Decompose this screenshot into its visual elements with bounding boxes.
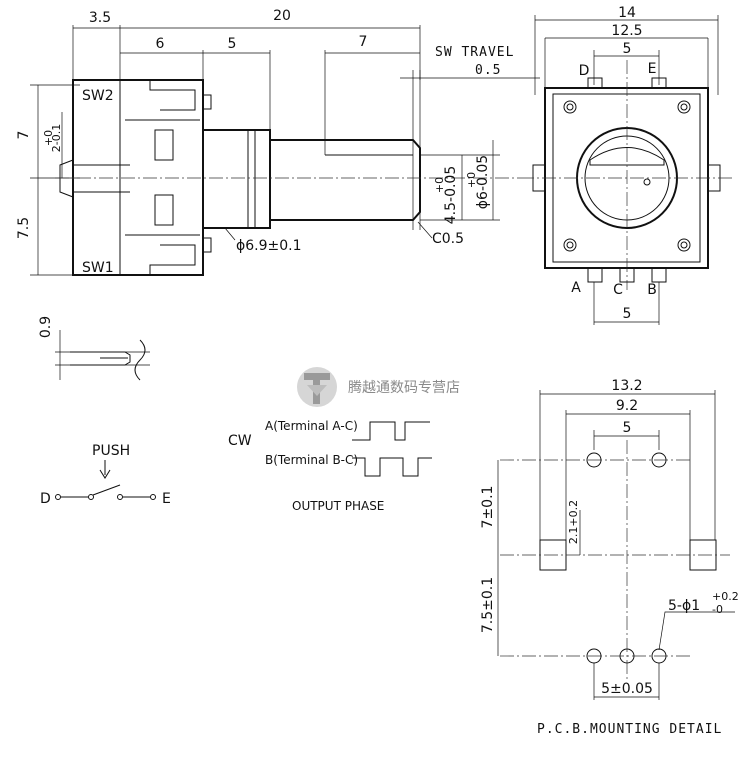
dim-6: 6 [156, 36, 165, 52]
dim-3-5: 3.5 [89, 10, 111, 26]
sw1-label: SW1 [82, 260, 114, 276]
switch-e-label: E [162, 491, 171, 507]
sw2-label: SW2 [82, 88, 114, 104]
pcb-dim-2-1: 2.1+0.2 [567, 500, 580, 544]
store-logo-icon [297, 367, 337, 407]
dim-5-bottom: 5 [623, 306, 632, 322]
pcb-hole-tol-top: +0.2 [712, 590, 739, 603]
phase-a-label: A(Terminal A-C) [265, 419, 358, 433]
phase-b-label: B(Terminal B-C) [265, 453, 358, 467]
pcb-dim-13-2: 13.2 [611, 378, 642, 394]
phase-b-waveform [352, 457, 432, 477]
dim-5-top: 5 [623, 41, 632, 57]
dim-12-5: 12.5 [611, 23, 642, 39]
terminal-a-label: A [571, 280, 581, 296]
pcb-dim-7: 7±0.1 [480, 486, 496, 529]
push-label: PUSH [92, 443, 130, 459]
front-view: 14 12.5 5 D E A C B 5 [520, 5, 735, 325]
shaft-flat: 4.5-0.05 [443, 166, 459, 225]
watermark: 腾越通数码专营店 [297, 367, 460, 407]
sw-travel-label: SW TRAVEL [435, 45, 514, 60]
sw-travel-value: 0.5 [475, 63, 501, 78]
pcb-dim-pitch: 5±0.05 [601, 681, 653, 697]
output-phase-caption: OUTPUT PHASE [292, 499, 384, 513]
output-phase: CW A(Terminal A-C) B(Terminal B-C) OUTPU… [228, 419, 432, 513]
terminal-detail: 0.9 [38, 316, 150, 381]
terminal-d-label: D [579, 63, 590, 79]
pcb-caption: P.C.B.MOUNTING DETAIL [537, 722, 722, 737]
dim-7-shaft: 7 [359, 34, 368, 50]
dim-left-7-5: 7.5 [16, 217, 32, 239]
switch-d-label: D [40, 491, 51, 507]
shaft-bushing-dia: ϕ6.9±0.1 [236, 238, 302, 254]
tol-2-1-top: +0 [42, 130, 55, 146]
pcb-dim-7-5: 7.5±0.1 [480, 577, 496, 633]
tol-2-1: 2-0.1 [50, 124, 63, 152]
side-view: 3.5 20 6 5 7 SW TRAVEL 0.5 7 7.5 +0 2-0.… [16, 8, 540, 276]
dim-left-7: 7 [16, 131, 32, 140]
push-switch-schematic: PUSH D E [40, 443, 171, 507]
pcb-dim-5: 5 [623, 420, 632, 436]
terminal-c-label: C [613, 282, 623, 298]
cw-label: CW [228, 433, 252, 449]
pcb-mounting-detail: 13.2 9.2 5 7±0.1 7.5±0.1 2.1+0.2 5-ϕ1 +0… [480, 378, 739, 737]
dim-20: 20 [273, 8, 291, 24]
phase-a-waveform [352, 421, 430, 441]
dim-14: 14 [618, 5, 636, 21]
shaft-dia-tol: +0 [465, 172, 478, 188]
watermark-text: 腾越通数码专营店 [348, 379, 460, 396]
shaft-flat-tol: +0 [433, 177, 446, 193]
terminal-e-label: E [648, 61, 657, 77]
dim-0-9: 0.9 [38, 316, 54, 338]
pcb-dim-9-2: 9.2 [616, 398, 638, 414]
chamfer-label: C0.5 [432, 231, 464, 247]
pcb-hole-tol-bottom: -0 [712, 603, 723, 616]
terminal-b-label: B [647, 282, 657, 298]
dim-5: 5 [228, 36, 237, 52]
pcb-hole-label: 5-ϕ1 [668, 598, 700, 614]
shaft-dia: ϕ6-0.05 [475, 155, 491, 209]
